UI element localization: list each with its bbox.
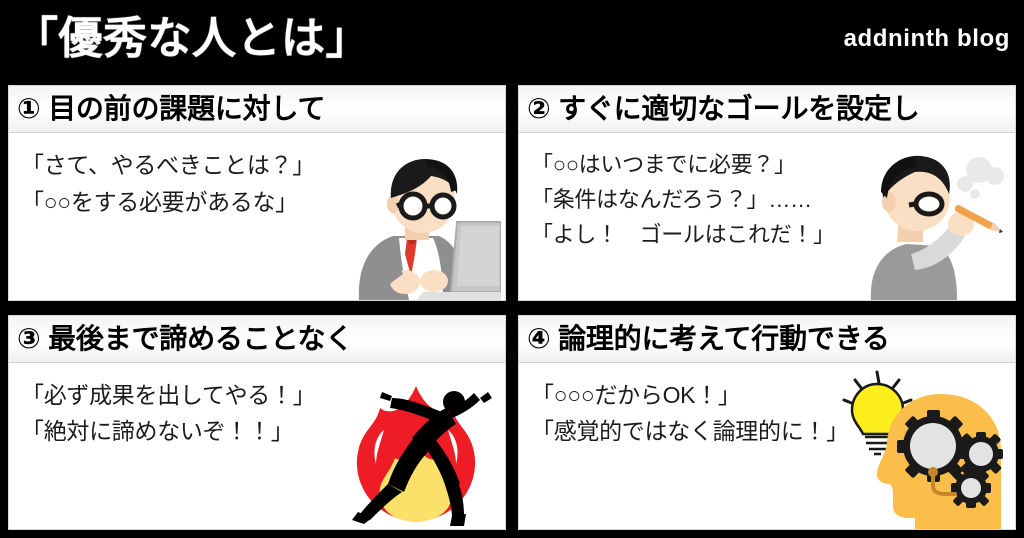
panel-3-body: 「必ず成果を出してやる！」 「絶対に諦めないぞ！！」	[9, 362, 505, 529]
man-thinking-with-pencil-icon	[853, 150, 1013, 300]
page-title: 「優秀な人とは」	[14, 14, 370, 63]
panel-3-quote-line-1: 「必ず成果を出してやる！」	[21, 381, 316, 408]
panel-2-header: ② すぐに適切なゴールを設定し	[519, 86, 1015, 133]
panel-1-quote-line-2: 「○○をする必要があるな」	[21, 188, 298, 215]
panel-2-body: 「○○はいつまでに必要？」 「条件はなんだろう？」…… 「よし！ ゴールはこれだ…	[519, 133, 1015, 300]
panel-3-quote-line-2: 「絶対に諦めないぞ！！」	[21, 418, 294, 445]
panel-3-heading: ③ 最後まで諦めることなく	[17, 322, 354, 354]
panel-2-quote-line-2: 「条件はなんだろう？」……	[531, 187, 812, 213]
panel-3-quotes: 「必ず成果を出してやる！」 「絶対に諦めないぞ！！」	[21, 379, 316, 448]
panel-4-body: 「○○○だからOK！」 「感覚的ではなく論理的に！」	[519, 362, 1015, 530]
panel-1-quote-line-1: 「さて、やるべきことは？」	[21, 152, 315, 178]
panel-1: ① 目の前の課題に対して 「さて、やるべきことは？」 「○○をする必要があるな」	[8, 85, 506, 301]
panel-4-header: ④ 論理的に考えて行動できる	[519, 315, 1015, 363]
panel-4: ④ 論理的に考えて行動できる 「○○○だからOK！」 「感覚的ではなく論理的に！…	[518, 314, 1016, 530]
panel-grid: ① 目の前の課題に対して 「さて、やるべきことは？」 「○○をする必要があるな」	[8, 85, 1016, 530]
panel-3-header: ③ 最後まで諦めることなく	[9, 315, 505, 363]
runner-on-flames-icon	[334, 368, 499, 529]
panel-2-quote-line-3: 「よし！ ゴールはこれだ！」	[531, 222, 835, 248]
page-header: 「優秀な人とは」 addninth blog	[0, 0, 1024, 78]
brand-label: addninth blog	[843, 25, 1010, 52]
panel-4-heading: ④ 論理的に考えて行動できる	[527, 322, 890, 354]
head-with-gears-and-lightbulb-icon	[833, 366, 1013, 530]
panel-1-heading: ① 目の前の課題に対して	[17, 93, 326, 124]
panel-2-quote-line-1: 「○○はいつまでに必要？」	[531, 152, 796, 177]
panel-1-body: 「さて、やるべきことは？」 「○○をする必要があるな」	[9, 133, 505, 300]
panel-4-quotes: 「○○○だからOK！」 「感覚的ではなく論理的に！」	[531, 379, 849, 448]
panel-4-quote-line-2: 「感覚的ではなく論理的に！」	[531, 418, 849, 445]
panel-2: ② すぐに適切なゴールを設定し 「○○はいつまでに必要？」 「条件はなんだろう？…	[518, 85, 1016, 301]
panel-1-quotes: 「さて、やるべきことは？」 「○○をする必要があるな」	[21, 149, 315, 218]
panel-3: ③ 最後まで諦めることなく 「必ず成果を出してやる！」 「絶対に諦めないぞ！！」	[8, 314, 506, 530]
panel-4-quote-line-1: 「○○○だからOK！」	[531, 381, 741, 408]
panel-1-header: ① 目の前の課題に対して	[9, 86, 505, 133]
businessman-at-laptop-icon	[331, 150, 501, 300]
panel-2-quotes: 「○○はいつまでに必要？」 「条件はなんだろう？」…… 「よし！ ゴールはこれだ…	[531, 149, 835, 251]
panel-2-heading: ② すぐに適切なゴールを設定し	[527, 93, 920, 124]
